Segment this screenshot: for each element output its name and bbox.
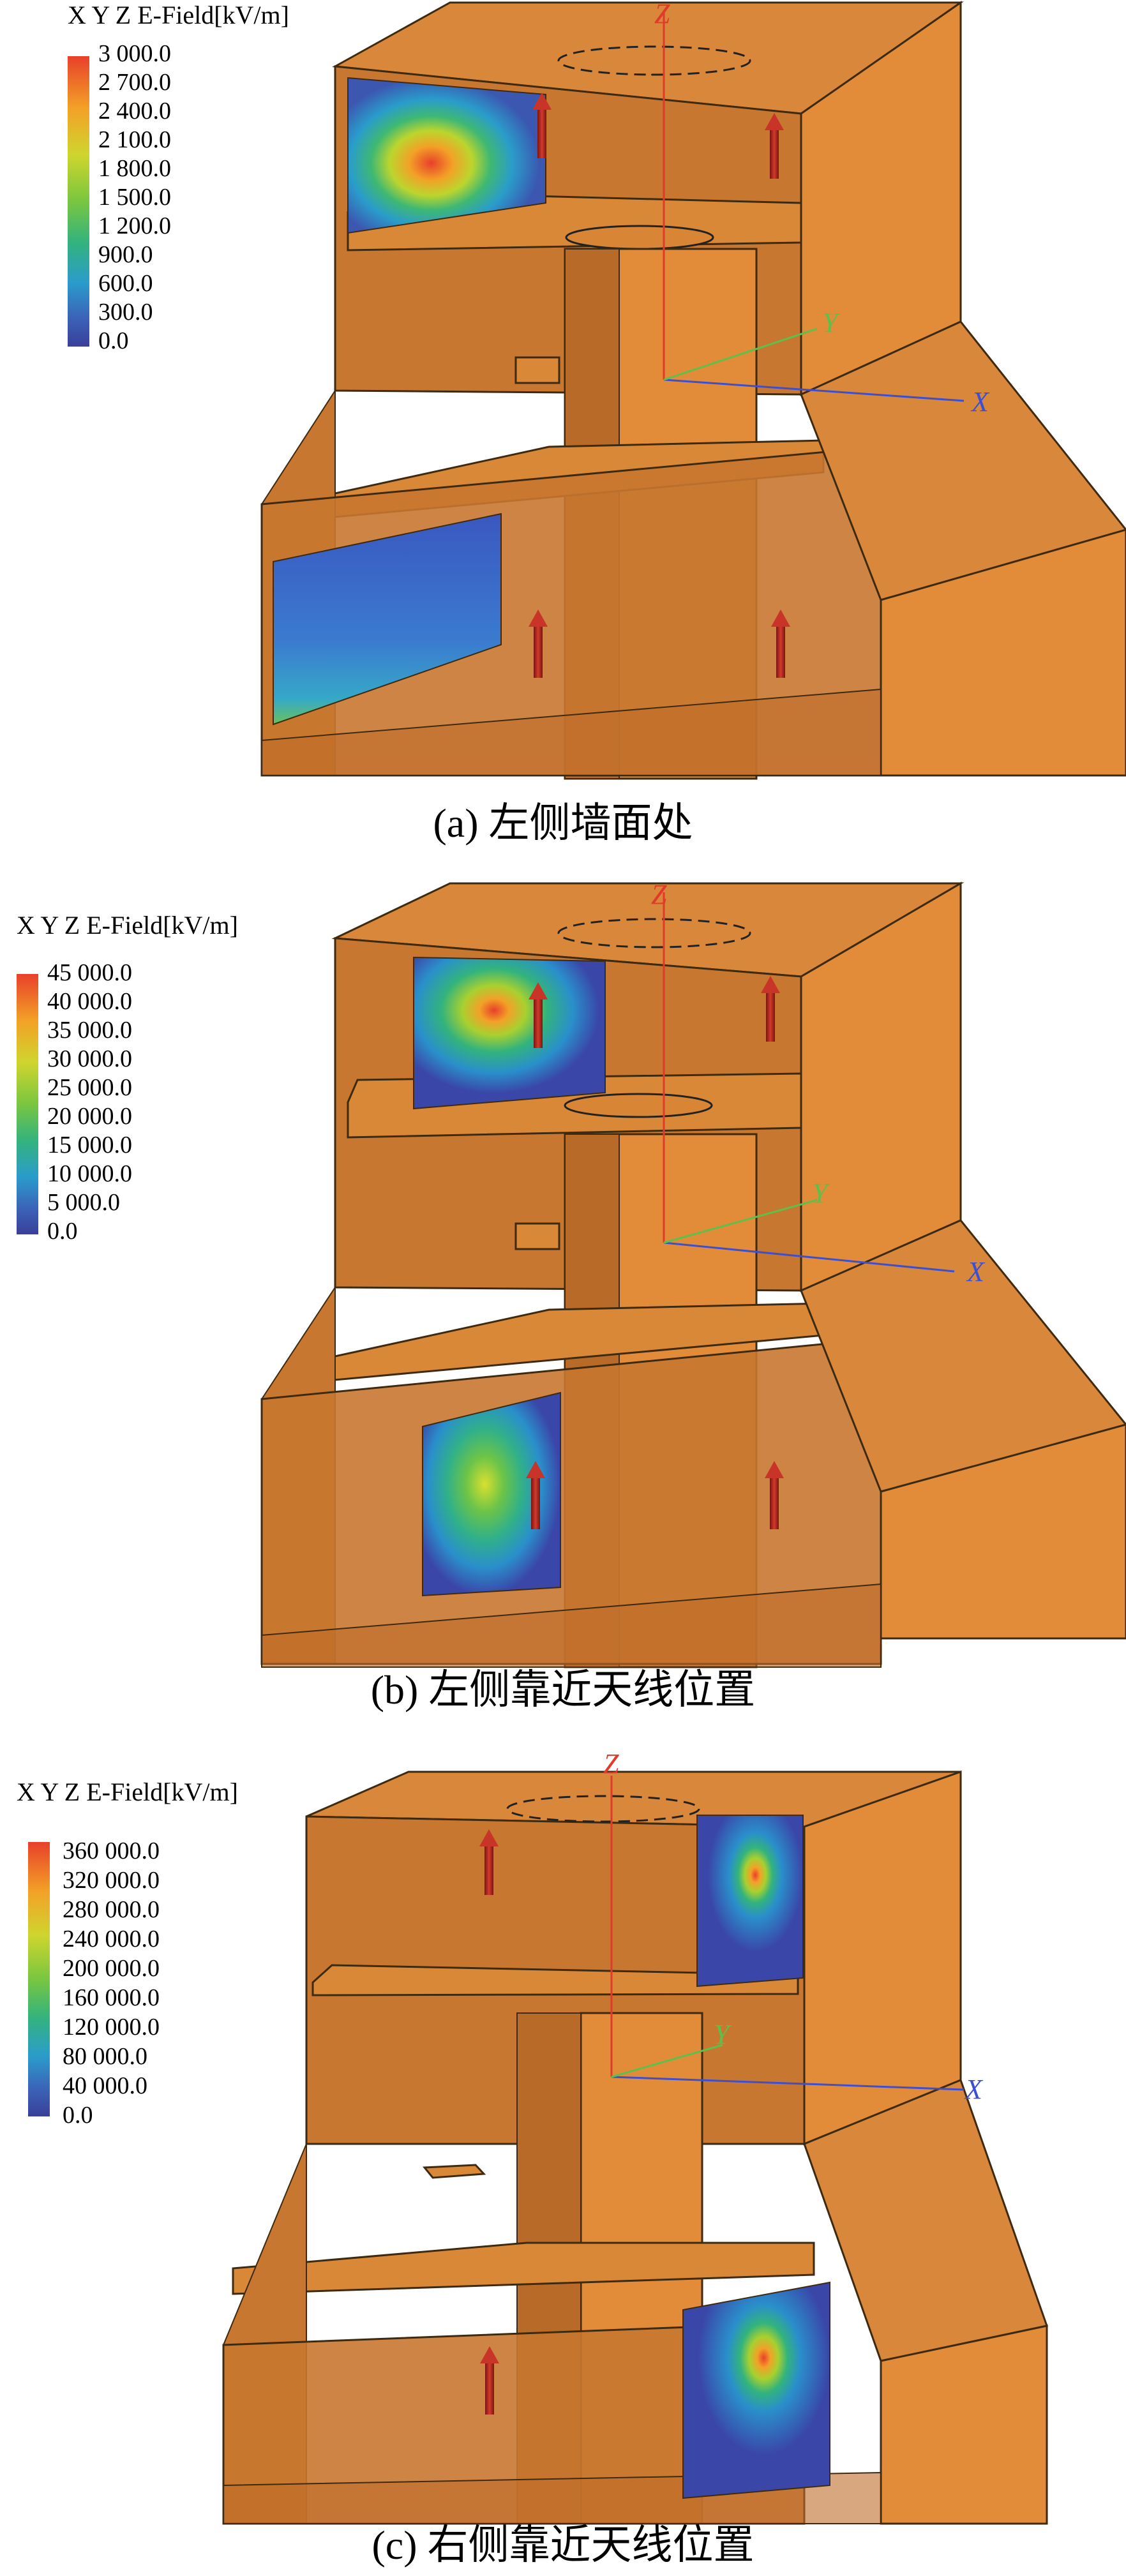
panel-b: Z X Y X Y Z E-Field[kV/m] 45 000.0 40 00… (0, 863, 1126, 1732)
axis-label-y: Y (822, 307, 841, 338)
legend-tick: 3 000.0 (98, 40, 171, 67)
legend-tick: 1 500.0 (98, 184, 171, 211)
legend-tick: 45 000.0 (47, 959, 132, 986)
axis-label-x: X (964, 2074, 984, 2105)
caption-b: (b) 左侧靠近天线位置 (370, 1667, 756, 1712)
axis-label-z: Z (603, 1748, 619, 1779)
legend-tick: 25 000.0 (47, 1074, 132, 1101)
colorbar (68, 56, 89, 347)
legend-tick: 200 000.0 (63, 1955, 160, 1982)
legend-tick: 280 000.0 (63, 1896, 160, 1923)
panel-a: Z X Y X Y Z E-Field[kV/m] 3 000.0 2 700.… (0, 0, 1126, 863)
legend-tick: 360 000.0 (63, 1838, 160, 1864)
legend-tick: 1 200.0 (98, 213, 171, 239)
legend-tick: 35 000.0 (47, 1017, 132, 1044)
antenna-arrow-icon (529, 93, 790, 678)
legend-title: X Y Z E-Field[kV/m] (68, 1, 289, 29)
caption-c: (c) 右侧靠近天线位置 (372, 2522, 754, 2568)
legend-tick: 600.0 (98, 270, 153, 297)
legend-title: X Y Z E-Field[kV/m] (17, 1778, 238, 1806)
legend-tick: 2 700.0 (98, 69, 171, 96)
axis-label-z: Z (654, 0, 670, 29)
axis-label-x: X (970, 386, 990, 417)
legend-tick: 40 000.0 (47, 988, 132, 1015)
legend-tick: 2 100.0 (98, 126, 171, 153)
legend-tick: 20 000.0 (47, 1103, 132, 1130)
legend-tick: 2 400.0 (98, 98, 171, 124)
structure-scene-c: Z X Y (222, 1748, 1048, 2525)
legend-tick: 0.0 (63, 2102, 93, 2129)
legend-tick: 30 000.0 (47, 1045, 132, 1072)
caption-a: (a) 左侧墙面处 (433, 800, 693, 846)
legend-tick: 160 000.0 (63, 1984, 160, 2011)
legend-tick: 900.0 (98, 241, 153, 268)
legend-tick: 10 000.0 (47, 1160, 132, 1187)
panel-c: Z X Y X Y Z E-Field[kV/m] 360 000.0 320 … (0, 1732, 1126, 2576)
structure-scene-b: Z X Y (260, 879, 1126, 1668)
axis-label-y: Y (812, 1178, 830, 1209)
legend-tick: 320 000.0 (63, 1867, 160, 1894)
legend-tick: 15 000.0 (47, 1132, 132, 1158)
axis-label-x: X (966, 1256, 986, 1287)
legend-tick: 0.0 (47, 1218, 78, 1245)
legend-tick: 300.0 (98, 299, 153, 326)
structure-scene-a: Z X Y (260, 0, 1126, 780)
legend-tick: 5 000.0 (47, 1189, 120, 1216)
legend-title: X Y Z E-Field[kV/m] (17, 911, 238, 940)
colorbar (28, 1842, 50, 2116)
antenna-arrow-icon (479, 1829, 499, 2415)
colorbar (17, 974, 38, 1234)
legend-tick: 80 000.0 (63, 2043, 147, 2070)
legend-tick: 0.0 (98, 327, 129, 354)
legend-tick: 1 800.0 (98, 155, 171, 182)
antenna-arrow-icon (526, 976, 784, 1529)
legend-tick: 40 000.0 (63, 2072, 147, 2099)
axis-label-y: Y (714, 2019, 732, 2050)
axis-label-z: Z (651, 879, 667, 910)
legend-tick: 120 000.0 (63, 2014, 160, 2041)
legend-tick: 240 000.0 (63, 1926, 160, 1952)
